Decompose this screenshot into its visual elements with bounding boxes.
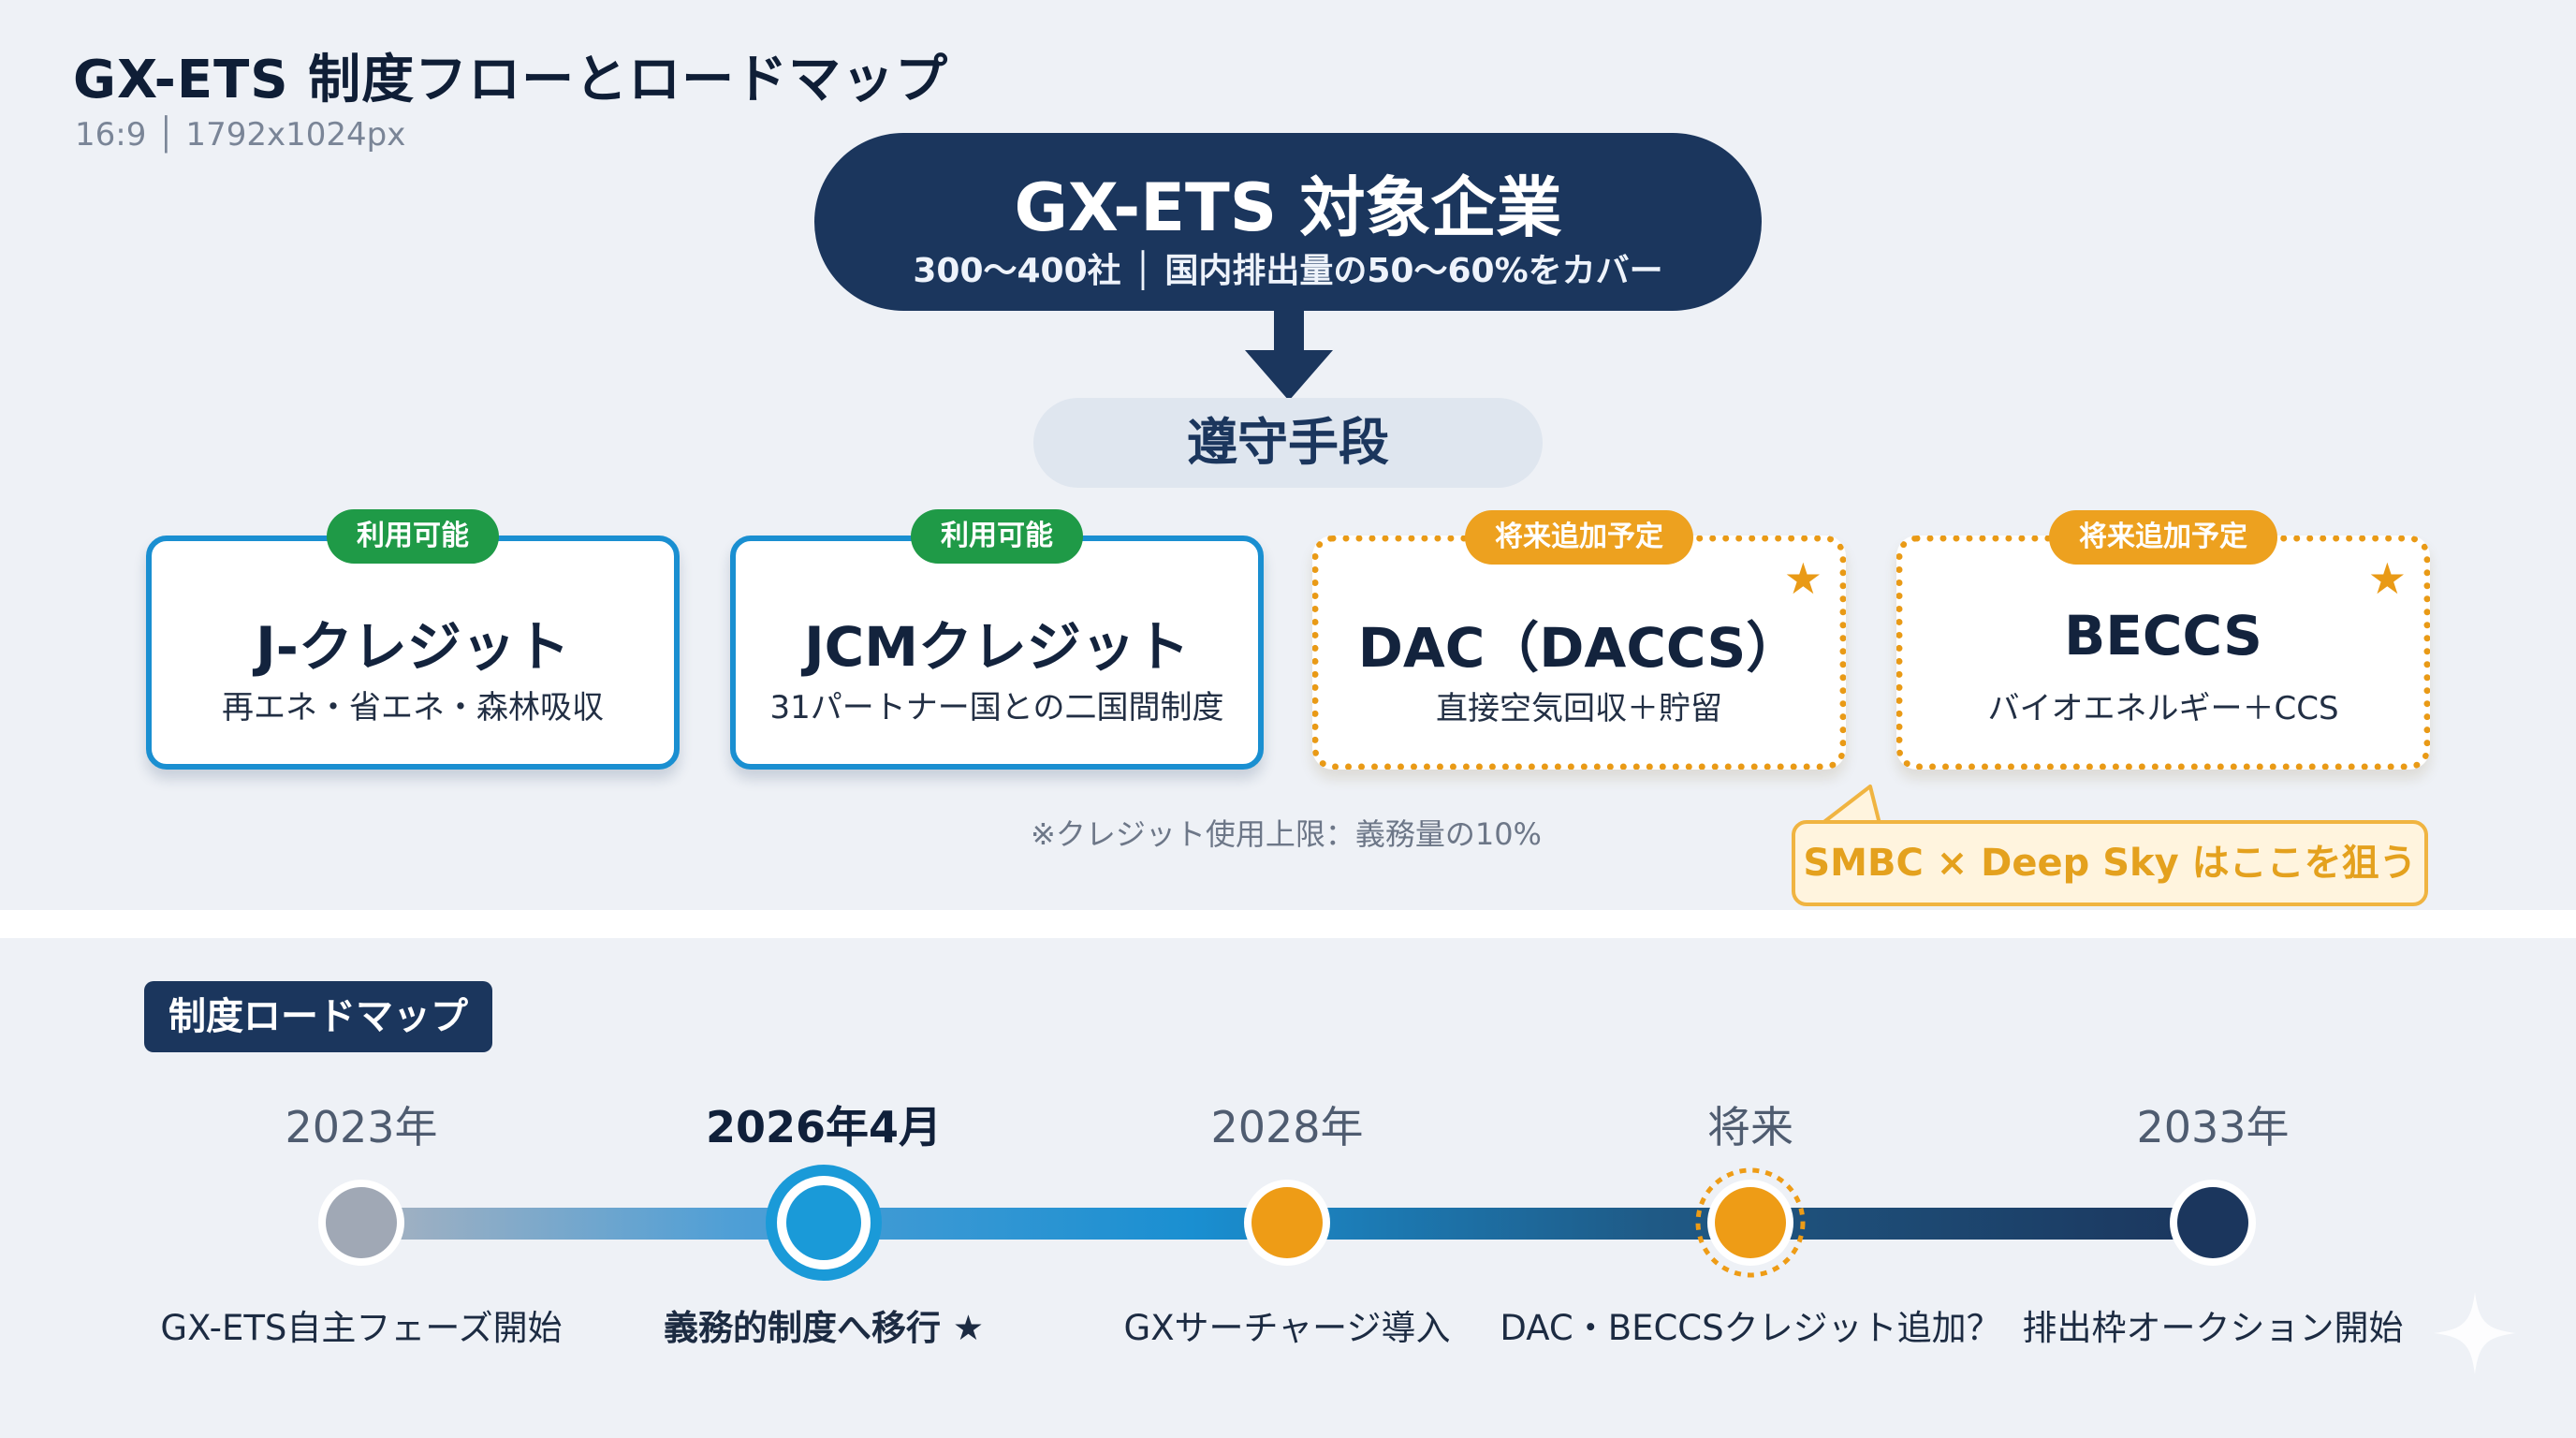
milestone-dot [786,1185,861,1260]
arrow-down-icon [1245,309,1333,401]
card-desc: バイオエネルギー＋CCS [1987,690,2339,727]
status-badge: 将来追加予定 [2049,510,2277,565]
target-subtitle: 300〜400社 │ 国内排出量の50〜60%をカバー [913,252,1663,290]
target-callout: SMBC × Deep Sky はここを狙う [1792,820,2428,906]
page-subtitle: 16:9 │ 1792x1024px [75,116,406,154]
milestone-date: 将来 [1707,1102,1793,1152]
star-icon: ★ [1783,553,1822,604]
credit-limit-note-text: ※クレジット使用上限：義務量の10% [1031,816,1542,852]
milestone-dashed-ring [1695,1167,1806,1278]
milestone-dot [2177,1187,2248,1258]
card-name: DAC（DACCS） [1357,616,1801,680]
roadmap-label: 制度ロードマップ [144,981,492,1052]
status-badge: 将来追加予定 [1465,510,1693,565]
card-desc: 直接空気回収＋貯留 [1436,690,1722,727]
card-name: BECCS [2064,604,2262,668]
sparkle-icon [2434,1292,2516,1374]
milestone-date: 2033年 [2136,1102,2290,1152]
compliance-means-node: 遵守手段 [1033,398,1543,488]
target-companies-node: GX-ETS 対象企業 300〜400社 │ 国内排出量の50〜60%をカバー [814,133,1762,311]
star-icon: ★ [2367,553,2407,604]
card-name: J-クレジット [256,615,570,679]
section-divider [0,910,2576,938]
card-desc: 再エネ・省エネ・森林吸収 [222,689,604,726]
milestone-caption: 排出枠オークション開始 [2022,1308,2404,1348]
card-name: JCMクレジット [804,615,1190,679]
milestone-caption: GX-ETS自主フェーズ開始 [160,1308,563,1348]
target-title: GX-ETS 対象企業 [1014,169,1562,246]
status-badge: 利用可能 [327,509,499,564]
card-jcm-credit: 利用可能 JCMクレジット 31パートナー国との二国間制度 [730,509,1264,770]
status-badge: 利用可能 [911,509,1083,564]
milestone-date: 2023年 [285,1102,438,1152]
milestone-caption: DAC・BECCSクレジット追加？ [1500,1308,2001,1348]
milestone-caption: GXサーチャージ導入 [1123,1308,1451,1348]
milestone-date: 2026年4月 [705,1102,943,1152]
card-j-credit: 利用可能 J-クレジット 再エネ・省エネ・森林吸収 [146,509,680,770]
callout-tail [1820,785,1881,826]
milestone-caption: 義務的制度へ移行 ★ [663,1308,985,1348]
milestone-dot [326,1187,397,1258]
milestone-dot [1251,1187,1323,1258]
credit-limit-note: ※クレジット使用上限：義務量の10% [0,811,2576,854]
card-beccs: 将来追加予定 ★ BECCS バイオエネルギー＋CCS [1896,510,2430,770]
milestone-date: 2028年 [1210,1102,1364,1152]
card-desc: 31パートナー国との二国間制度 [769,689,1224,726]
milestone-dot [1715,1187,1786,1258]
page-title: GX-ETS 制度フローとロードマップ [73,50,949,110]
card-dac: 将来追加予定 ★ DAC（DACCS） 直接空気回収＋貯留 [1312,510,1846,770]
